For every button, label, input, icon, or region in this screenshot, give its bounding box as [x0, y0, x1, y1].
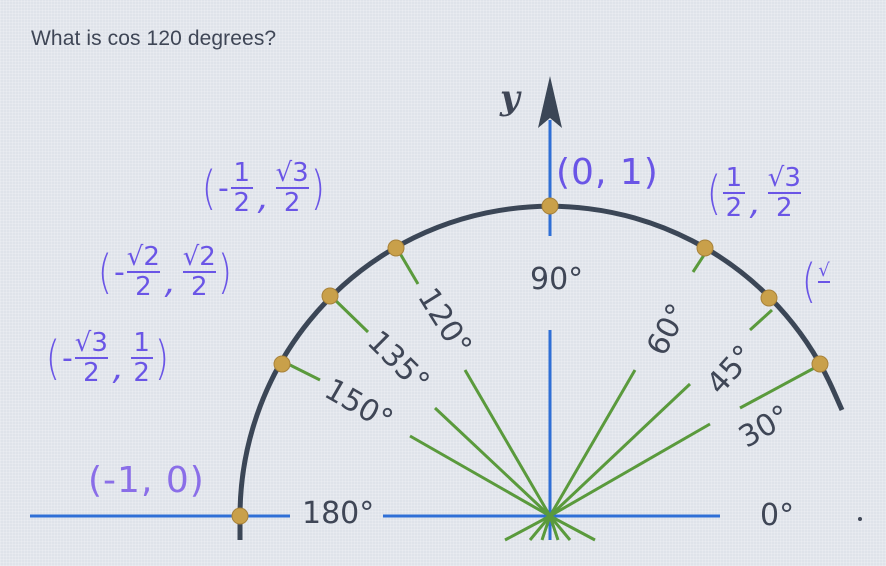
angle-label-180: 180°	[302, 496, 375, 531]
y-fraction: √3 2	[767, 163, 801, 223]
question-text: What is cos 120 degrees?	[31, 27, 277, 50]
point-90	[541, 197, 559, 215]
angle-label-0: 0°	[760, 498, 795, 533]
coord-150: ( - √3 2 , 1 2 )	[45, 328, 169, 388]
unit-circle-arc	[237, 203, 845, 540]
open-paren: (	[706, 166, 722, 220]
coord-60: ( 1 2 , √3 2	[706, 163, 801, 223]
point-120	[387, 239, 405, 257]
x-fraction: 1 2	[230, 160, 253, 216]
x-fraction: 1 2	[722, 165, 745, 221]
coord-180: (-1, 0)	[88, 460, 205, 501]
y-axis-arrow-icon	[538, 76, 562, 128]
y-fraction: √3 2	[275, 158, 309, 218]
stray-dot	[858, 517, 862, 521]
angle-rays	[283, 249, 819, 542]
angle-label-90: 90°	[530, 262, 584, 297]
point-180	[231, 507, 249, 525]
x-fraction: √2 2	[126, 242, 160, 302]
point-60	[696, 239, 714, 257]
coord-120: ( - 1 2 , √3 2 )	[201, 158, 325, 218]
coord-90: (0, 1)	[556, 152, 659, 193]
coord-45-partial: ( √	[801, 254, 830, 308]
x-fraction: √3 2	[74, 328, 108, 388]
y-fraction: 1 2	[130, 330, 153, 386]
point-30	[811, 355, 829, 373]
point-45	[760, 289, 778, 307]
point-150	[273, 355, 291, 373]
circle-points	[231, 197, 829, 525]
coord-135: ( - √2 2 , √2 2 )	[97, 242, 232, 302]
point-135	[321, 287, 339, 305]
y-axis-label: y	[500, 78, 520, 118]
y-fraction: √2 2	[182, 242, 216, 302]
